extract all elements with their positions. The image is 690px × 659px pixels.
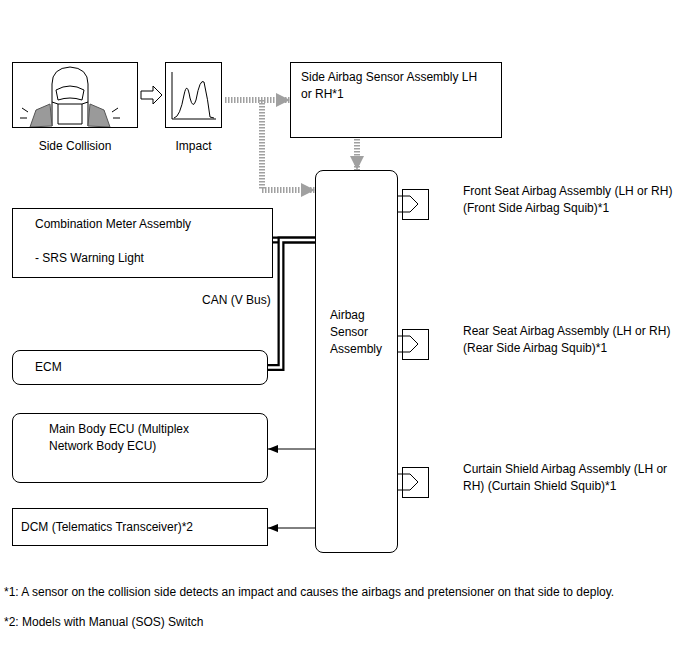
node-text: ECM [35, 359, 255, 376]
squib-symbol [398, 463, 432, 503]
car-illustration [20, 67, 120, 127]
ecu-box: Main Body ECU (Multiplex Network Body EC… [12, 413, 268, 483]
ecu-box: ECM [12, 350, 268, 385]
sensor-box: Side Airbag Sensor Assembly LH or RH*1 [290, 62, 502, 138]
node-text: Curtain Shield Airbag Assembly (LH or RH… [463, 461, 685, 495]
node-text: Main Body ECU (Multiplex Network Body EC… [49, 421, 209, 455]
squib-node: Curtain Shield Airbag Assembly (LH or RH… [398, 461, 690, 503]
node-text: DCM (Telematics Transceiver)*2 [21, 519, 261, 536]
node-text: Side Collision [12, 138, 138, 155]
footnote: *2: Models with Manual (SOS) Switch [4, 614, 203, 631]
connector [357, 139, 358, 170]
node-text: Rear Seat Airbag Assembly (LH or RH) (Re… [463, 323, 685, 357]
ecu-box: DCM (Telematics Transceiver)*2 [12, 508, 268, 546]
connector [225, 100, 290, 101]
footnote: *1: A sensor on the collision side detec… [4, 584, 614, 601]
squib-node: Rear Seat Airbag Assembly (LH or RH) (Re… [398, 323, 690, 365]
picture-frame [12, 62, 138, 128]
squib-node: Front Seat Airbag Assembly (LH or RH) (F… [398, 183, 690, 225]
node-text: - SRS Warning Light [35, 250, 265, 267]
squib-symbol [398, 185, 432, 225]
node-text: Front Seat Airbag Assembly (LH or RH) (F… [463, 183, 685, 217]
illustration-box: Impact [165, 62, 222, 158]
picture-frame [165, 62, 222, 128]
meter-box: Combination Meter Assembly - SRS Warning … [12, 208, 273, 278]
node-text: Combination Meter Assembly [35, 216, 265, 233]
connector [268, 528, 315, 529]
impact-graph [172, 72, 216, 119]
connector [141, 86, 162, 104]
illustration-box: Side Collision [12, 62, 138, 158]
node-text: Airbag Sensor Assembly [330, 307, 394, 358]
squib-symbol [398, 325, 432, 365]
bus-label: CAN (V Bus) [202, 292, 271, 309]
node-text: Side Airbag Sensor Assembly LH or RH*1 [301, 69, 479, 103]
connector [268, 240, 315, 368]
ecu-box: Airbag Sensor Assembly [315, 170, 398, 553]
node-text: Impact [155, 138, 232, 155]
connector [268, 449, 315, 450]
